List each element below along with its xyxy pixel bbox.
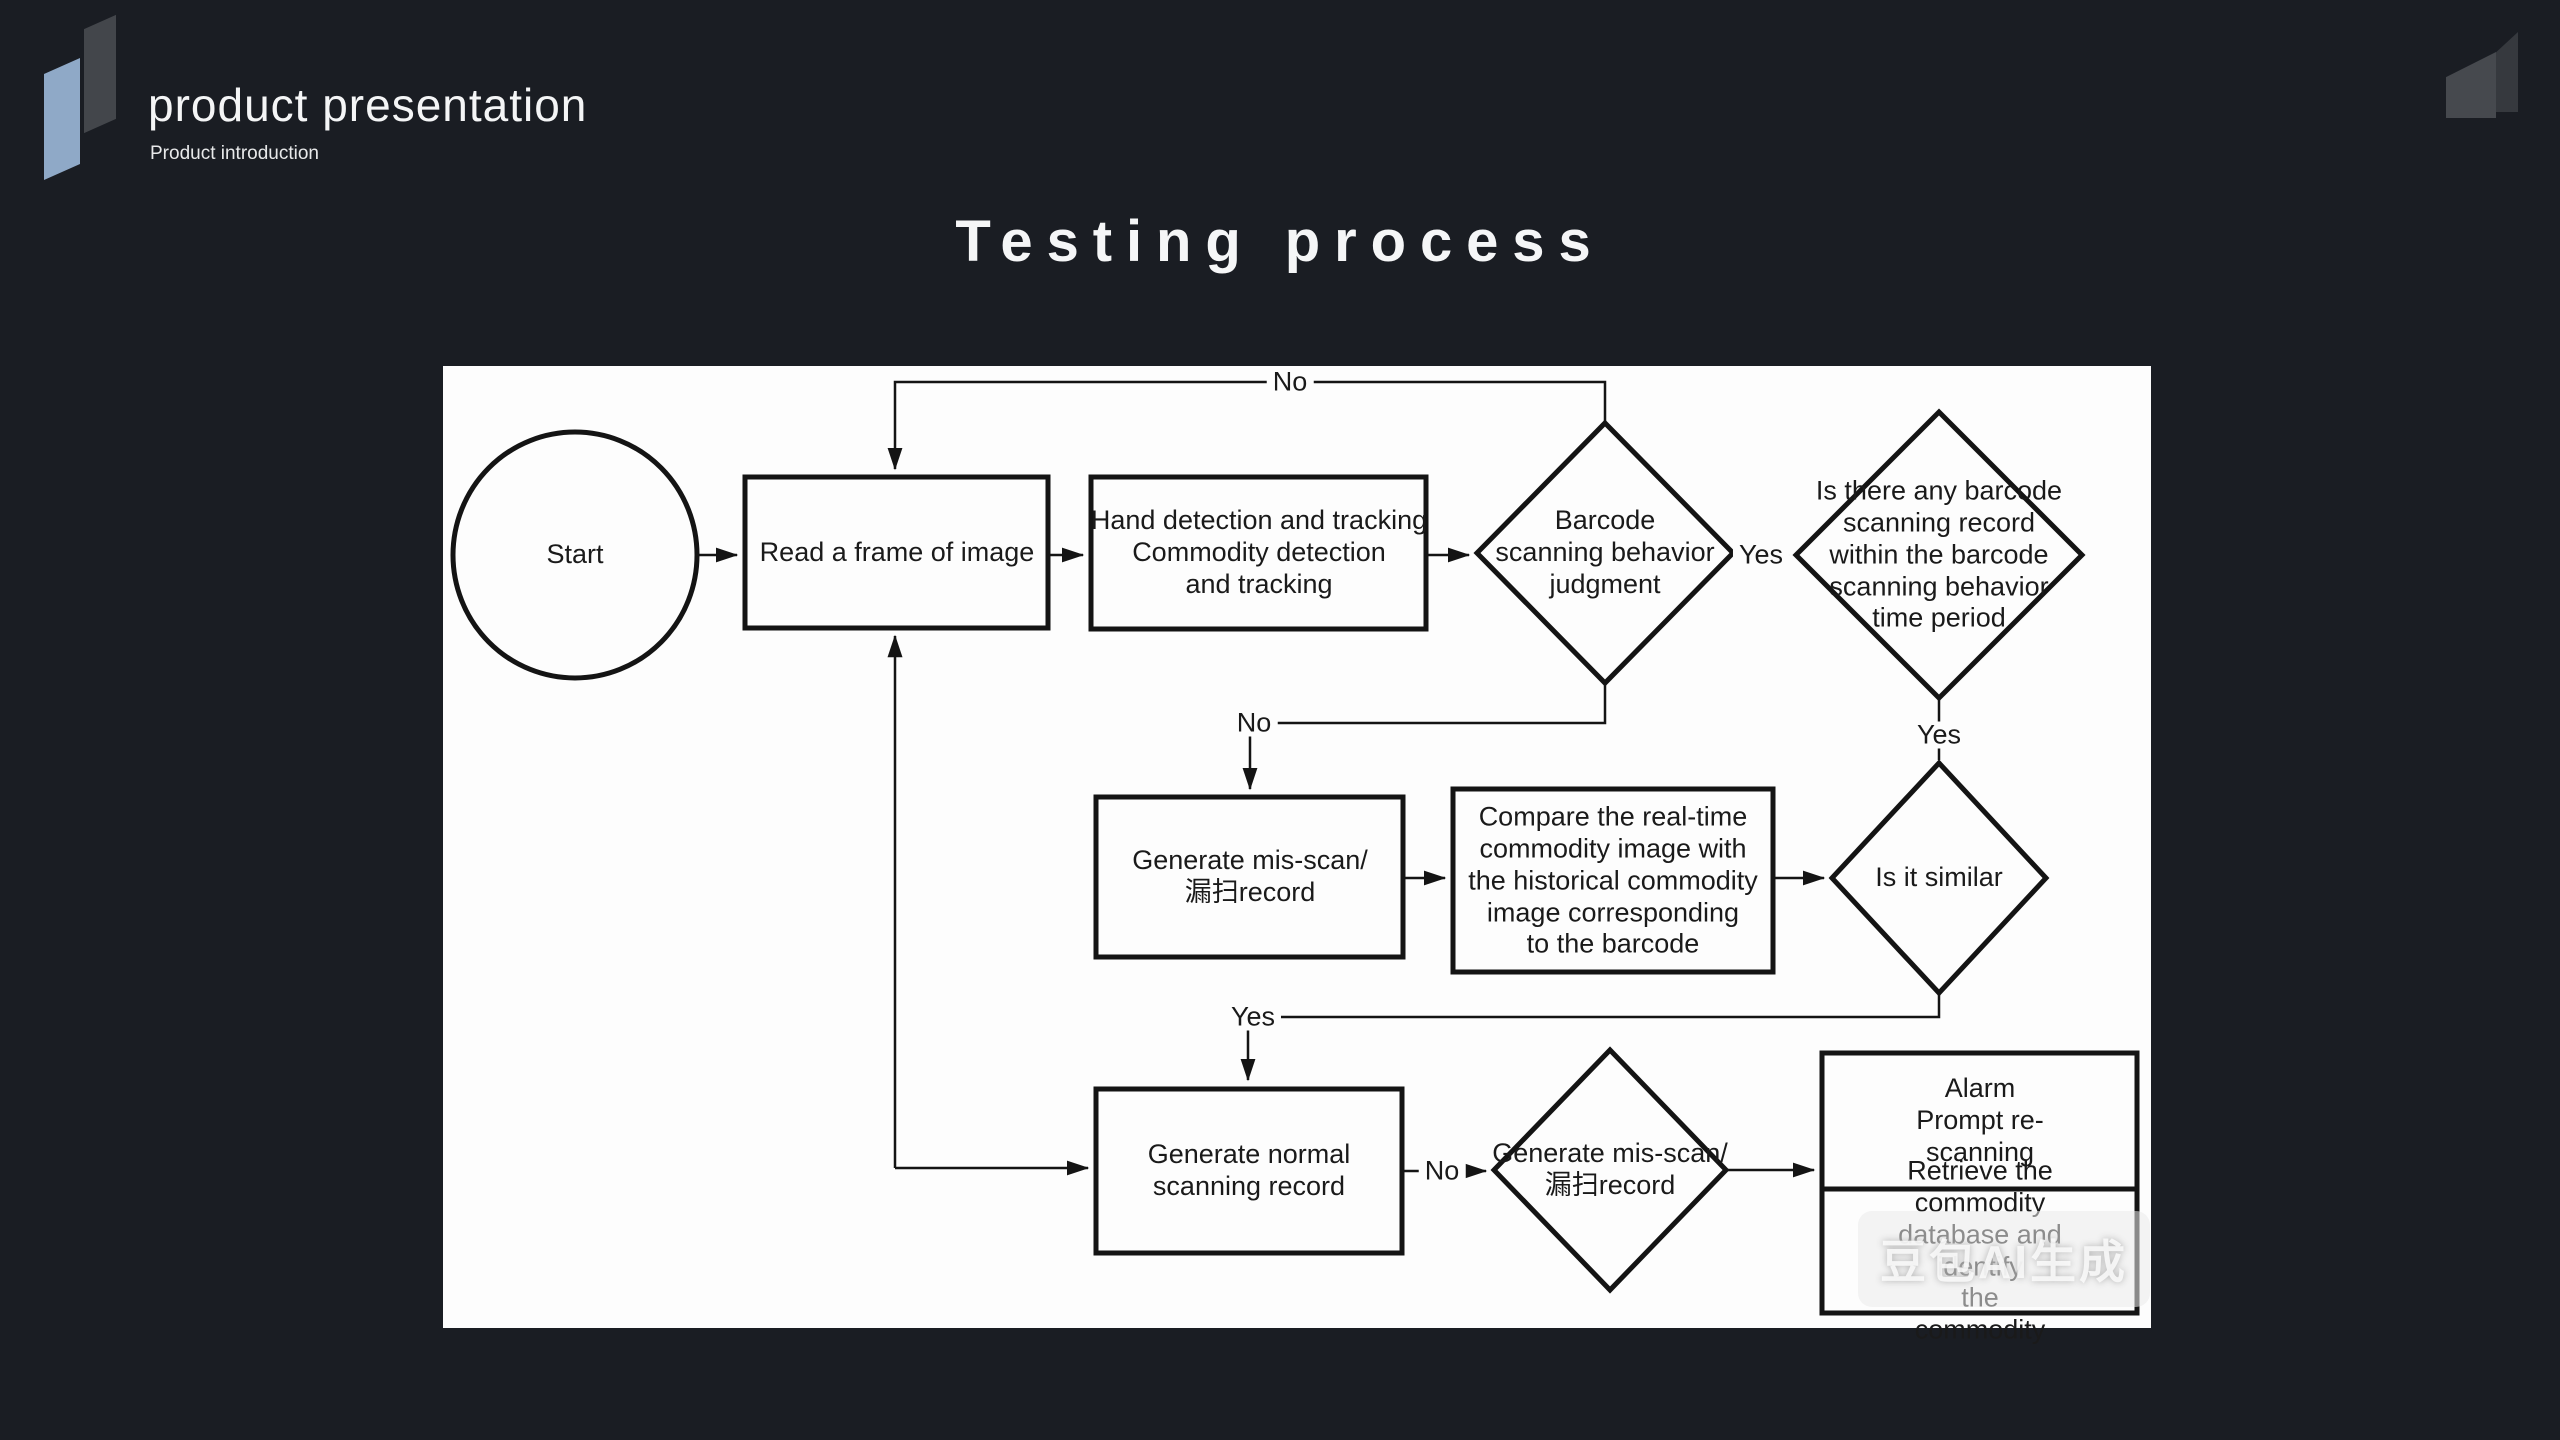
header-logo-blue-shape xyxy=(44,57,80,181)
compare-images-box xyxy=(1450,786,1776,975)
is-similar-label: Is it similar xyxy=(1875,862,2003,893)
edge-label-yes-similar: Yes xyxy=(1224,1003,1282,1031)
ai-watermark: 豆包AI生成 xyxy=(1858,1211,2150,1307)
misscan-decision-diamond xyxy=(1490,1046,1730,1294)
barcode-judgment-label: Barcode scanning behavior judgment xyxy=(1495,505,1715,599)
misscan-record-label: Generate mis-scan/ 漏扫record xyxy=(1132,845,1368,907)
edge-label-yes-record: Yes xyxy=(1910,721,1968,749)
connector-similar-yes-normal xyxy=(1240,993,1941,1082)
is-similar-diamond xyxy=(1828,759,2050,997)
start-label: Start xyxy=(546,539,604,570)
presentation-title: product presentation xyxy=(148,79,588,131)
header-logo-gray-shape xyxy=(84,14,116,134)
hand-detection-box xyxy=(1088,474,1429,632)
read-frame-box xyxy=(742,474,1051,631)
flowchart-graphics xyxy=(450,380,2140,1316)
misscan-record-box xyxy=(1093,794,1406,960)
normal-record-box xyxy=(1093,1086,1405,1256)
alarm-label: Alarm Prompt re-scanning xyxy=(1916,1073,2044,1167)
connector-barcode-no-loop-top xyxy=(887,380,1607,471)
flowchart-canvas: Start Read a frame of image Hand detecti… xyxy=(443,366,2151,1345)
misscan-decision-label: Generate mis-scan/ 漏扫record xyxy=(1492,1138,1728,1200)
presentation-subtitle: Product introduction xyxy=(150,143,319,164)
edge-label-no-top: No xyxy=(1266,368,1314,396)
barcode-record-check-label: Is there any barcode scanning record wit… xyxy=(1815,475,2063,633)
edge-label-no-normal: No xyxy=(1418,1157,1466,1185)
alarm-box xyxy=(1819,1050,2140,1192)
connector-barcode-no-misscan xyxy=(1242,683,1607,791)
barcode-judgment-diamond xyxy=(1473,419,1737,687)
edge-label-no-barcode: No xyxy=(1230,709,1278,737)
slide-title: Testing process xyxy=(955,209,1605,274)
corner-logo-front-shape xyxy=(2446,52,2496,118)
compare-images-label: Compare the real-time commodity image wi… xyxy=(1468,801,1758,959)
hand-detection-label: Hand detection and tracking Commodity de… xyxy=(1090,505,1428,599)
barcode-record-check-diamond xyxy=(1792,408,2086,702)
edge-label-yes-barcode: Yes xyxy=(1732,541,1790,569)
normal-record-label: Generate normal scanning record xyxy=(1147,1139,1351,1201)
start-ellipse xyxy=(450,429,700,681)
read-frame-label: Read a frame of image xyxy=(759,537,1035,568)
